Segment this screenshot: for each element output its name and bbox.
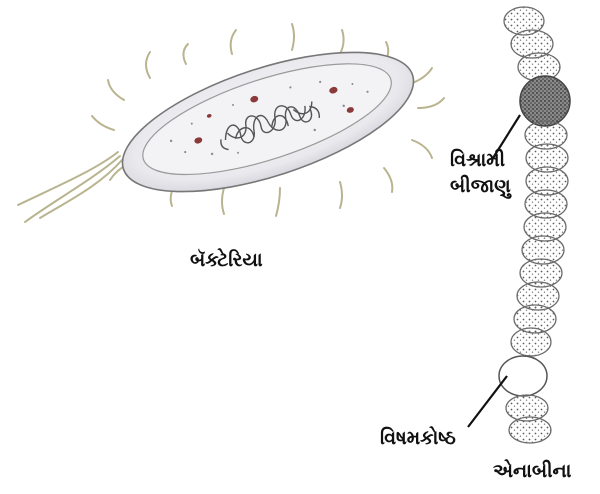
anabaena-label: એનાબીના	[493, 461, 571, 483]
resting-spore	[520, 76, 570, 126]
resting-spore-label: વિશ્રામી બીજાણુ	[450, 150, 511, 198]
resting-spore-label-line1: વિશ્રામી	[450, 150, 511, 172]
filament-cell	[509, 417, 551, 443]
bacteria-label: બૅક્ટેરિયા	[190, 250, 263, 272]
anabaena-filament	[499, 7, 570, 443]
filament-cell	[511, 328, 551, 356]
heterocyst-pointer	[468, 376, 507, 427]
resting-spore-label-line2: બીજાણુ	[450, 176, 511, 198]
heterocyst-label: વિષમકોષ્ઠ	[380, 428, 456, 450]
bacterium	[18, 24, 444, 222]
